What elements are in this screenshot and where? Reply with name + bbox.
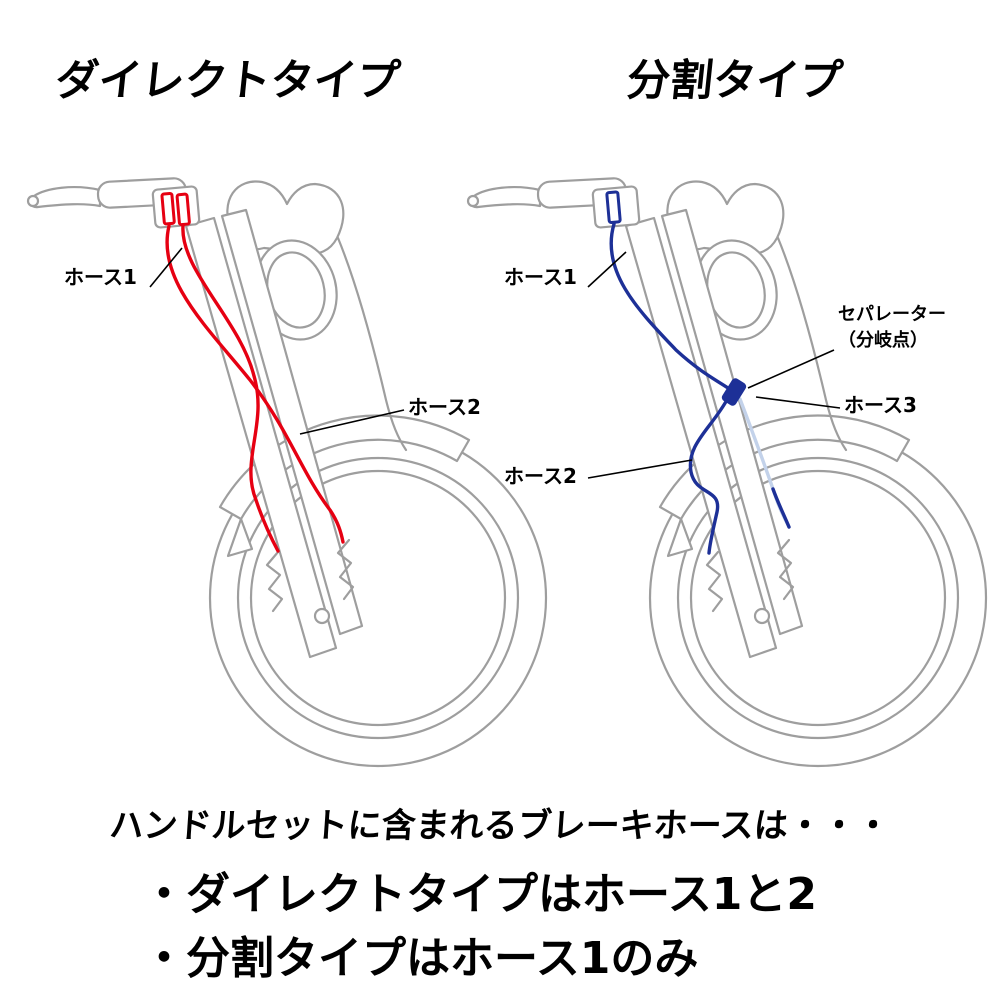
label-separator-sub: （分岐点） [838,329,928,351]
label-right-hose1: ホース1 [504,265,577,289]
footer-intro: ハンドルセットに含まれるブレーキホースは・・・ [108,806,892,846]
leader-right-hose2 [587,459,693,479]
leader-left-hose2 [299,409,405,435]
separator-fitting [721,378,747,406]
banjo-fitting-blue [605,190,622,224]
leader-separator [747,349,835,389]
hose-blue-2 [688,396,730,555]
hose-blue-1 [609,222,730,390]
leader-right-hose1 [587,251,627,288]
leader-left-hose1 [149,247,183,288]
banjo-fitting-red-1 [160,191,176,226]
label-left-hose2: ホース2 [408,395,481,419]
label-left-hose1: ホース1 [64,265,137,289]
footer-bullet-split: ・分割タイプはホース1のみ [142,933,699,984]
label-right-hose2: ホース2 [504,464,577,488]
hoses-split-blue [609,222,791,555]
banjo-fittings-red [160,191,191,227]
hose-blue-3-end [771,487,791,529]
banjo-fitting-red-2 [175,192,191,227]
label-right-hose3: ホース3 [844,393,917,417]
label-separator: セパレーター [838,304,946,325]
footer-bullet-direct: ・ダイレクトタイプはホース1と2 [142,869,818,920]
hose-red-b [181,224,280,553]
leader-right-hose3 [755,396,841,409]
hoses-direct-red [165,224,345,553]
hose-red-a [165,224,345,544]
